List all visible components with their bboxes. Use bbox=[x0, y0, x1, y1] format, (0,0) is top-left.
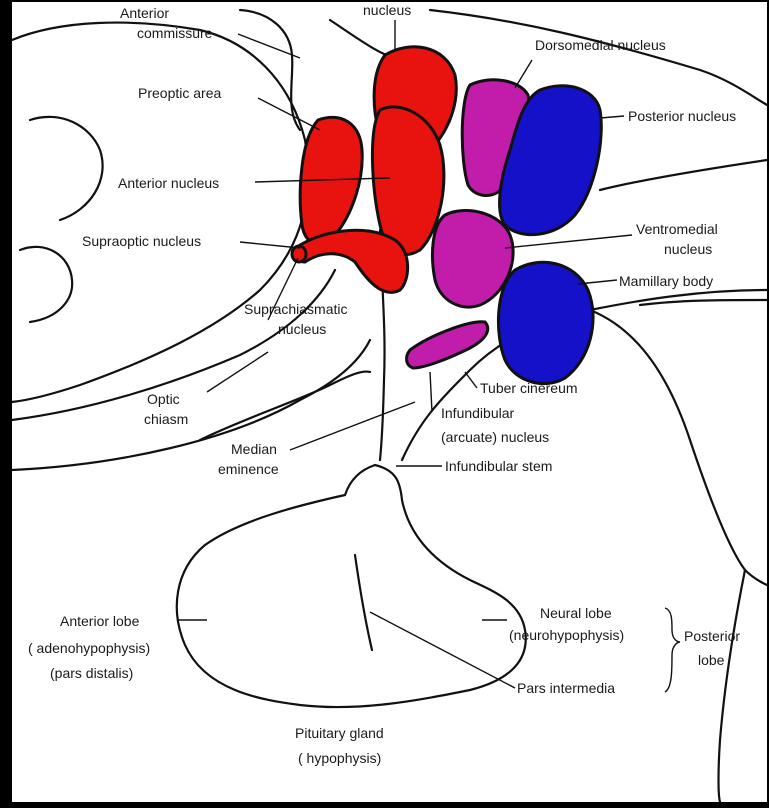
label-anterior-commissure-1: Anterior bbox=[120, 5, 169, 21]
label-suprachiasmatic-2: nucleus bbox=[278, 321, 326, 337]
label-ventromedial-1: Ventromedial bbox=[636, 221, 718, 237]
label-infundibular-stem: Infundibular stem bbox=[445, 458, 552, 474]
label-pituitary-2: ( hypophysis) bbox=[298, 750, 381, 766]
label-anterior-lobe-2: ( adenohypophysis) bbox=[28, 640, 150, 656]
label-nucleus-top: nucleus bbox=[363, 2, 411, 18]
label-posterior-nucleus: Posterior nucleus bbox=[628, 108, 736, 124]
label-neural-lobe-1: Neural lobe bbox=[540, 605, 612, 621]
label-posterior-lobe-1: Posterior bbox=[684, 628, 740, 644]
label-pars-intermedia: Pars intermedia bbox=[517, 680, 615, 696]
label-supraoptic-nucleus: Supraoptic nucleus bbox=[82, 233, 201, 249]
label-infundibular-2: (arcuate) nucleus bbox=[441, 429, 549, 445]
label-dorsomedial-nucleus: Dorsomedial nucleus bbox=[535, 37, 666, 53]
label-pituitary-1: Pituitary gland bbox=[295, 725, 384, 741]
label-suprachiasmatic-1: Suprachiasmatic bbox=[244, 301, 348, 317]
label-mamillary-body: Mamillary body bbox=[619, 273, 713, 289]
label-neural-lobe-2: (neurohypophysis) bbox=[509, 627, 624, 643]
label-ventromedial-2: nucleus bbox=[664, 241, 712, 257]
anterior-nucleus-shape bbox=[372, 107, 443, 254]
label-optic-chiasm-1: Optic bbox=[147, 391, 180, 407]
label-anterior-lobe-3: (pars distalis) bbox=[50, 665, 133, 681]
label-anterior-nucleus: Anterior nucleus bbox=[118, 175, 219, 191]
label-anterior-lobe-1: Anterior lobe bbox=[60, 613, 140, 629]
label-median-eminence-2: eminence bbox=[218, 461, 279, 477]
label-tuber-cinereum: Tuber cinereum bbox=[480, 380, 578, 396]
label-preoptic-area: Preoptic area bbox=[138, 85, 221, 101]
label-median-eminence-1: Median bbox=[231, 441, 277, 457]
label-infundibular-1: Infundibular bbox=[441, 405, 515, 421]
label-posterior-lobe-2: lobe bbox=[698, 652, 725, 668]
mamillary-body-shape bbox=[498, 262, 593, 383]
label-anterior-commissure-2: commissure bbox=[137, 25, 213, 41]
label-optic-chiasm-2: chiasm bbox=[144, 411, 188, 427]
